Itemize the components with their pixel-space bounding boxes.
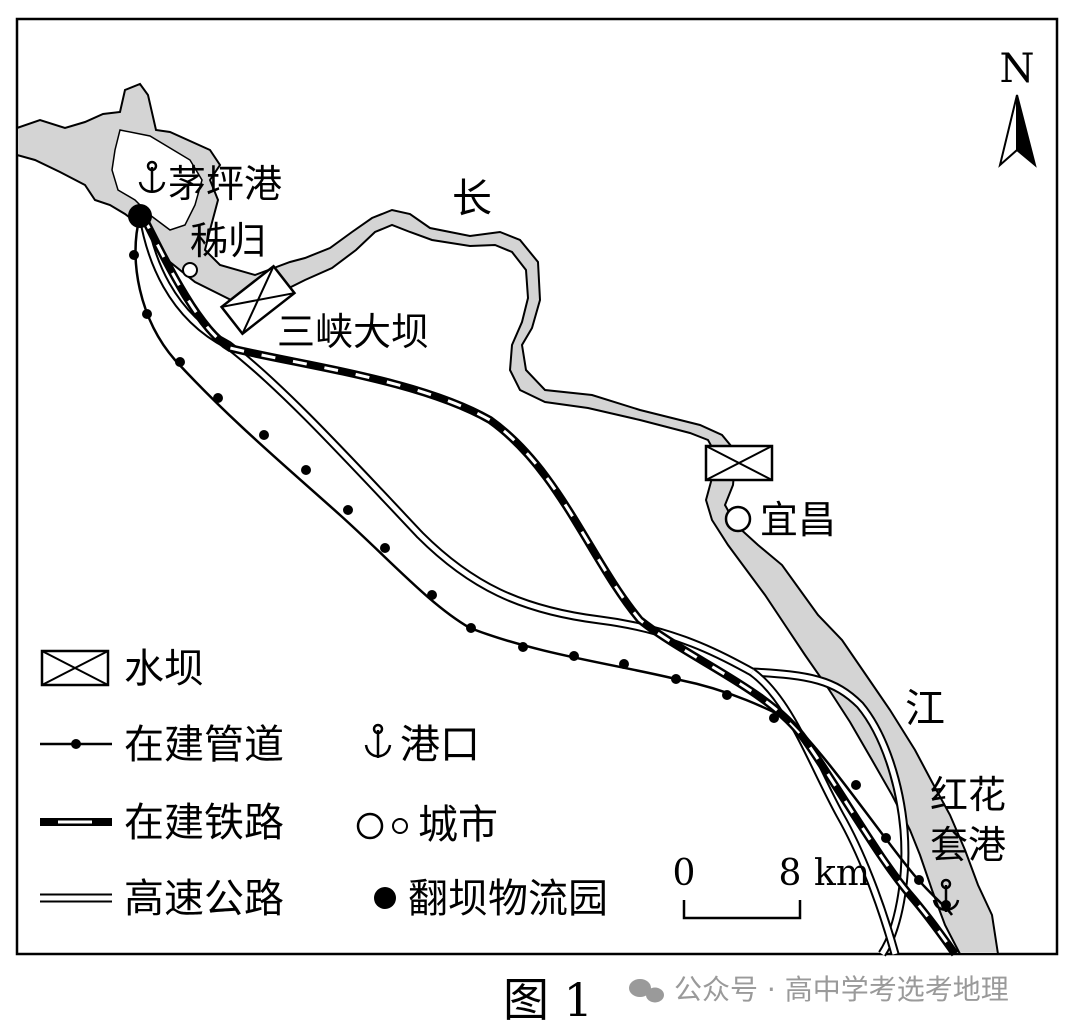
legend-city-icon <box>356 812 408 840</box>
label-river-jiang: 江 <box>905 686 945 732</box>
legend-city-label: 城市 <box>418 802 498 848</box>
label-honghuatao-port-line2: 套港 <box>930 823 1006 867</box>
legend-logistics-park-icon <box>374 887 396 909</box>
label-river-chang: 长 <box>452 176 492 222</box>
label-yichang: 宜昌 <box>760 498 836 542</box>
dam-icon <box>219 264 297 336</box>
label-maoping-port: 茅坪港 <box>168 162 282 206</box>
label-zigui: 秭归 <box>190 219 266 263</box>
scale-bar: 0 8 km <box>673 853 870 920</box>
legend-dam-icon <box>40 649 110 687</box>
scale-zero: 0 <box>673 853 696 894</box>
legend-dam-label: 水坝 <box>124 646 204 692</box>
label-three-gorges-dam: 三峡大坝 <box>277 310 429 354</box>
legend-pipeline-icon <box>40 739 112 749</box>
label-honghuatao-port-line1: 红花 <box>930 773 1006 817</box>
north-arrow-icon <box>998 94 1037 168</box>
port-anchor-icon <box>932 878 960 912</box>
port-anchor-icon <box>138 160 166 193</box>
scale-max: 8 <box>779 853 802 894</box>
pipeline <box>129 215 954 916</box>
legend-pipeline-label: 在建管道 <box>124 722 284 768</box>
railway <box>139 214 959 957</box>
scale-unit: km <box>814 853 870 894</box>
figure-caption: 图 1 <box>503 973 593 1027</box>
watermark-text: 公众号 · 高中学考选考地理 <box>674 973 1009 1006</box>
zigui-city-marker <box>182 262 198 278</box>
highway <box>138 215 910 957</box>
legend-port-label: 港口 <box>400 722 480 768</box>
legend-port-icon <box>364 723 392 758</box>
logistics-park-marker <box>128 204 152 228</box>
yichang-city-marker <box>724 505 752 533</box>
wechat-icon <box>629 979 664 1003</box>
legend-logistics-park-label: 翻坝物流园 <box>408 876 608 922</box>
legend: 水坝 在建管道 港口 在建铁路 城市 高速公路 <box>40 646 608 922</box>
legend-railway-label: 在建铁路 <box>124 800 284 846</box>
dam-icon <box>704 444 774 482</box>
legend-highway-label: 高速公路 <box>124 876 284 922</box>
north-label: N <box>1000 46 1035 92</box>
